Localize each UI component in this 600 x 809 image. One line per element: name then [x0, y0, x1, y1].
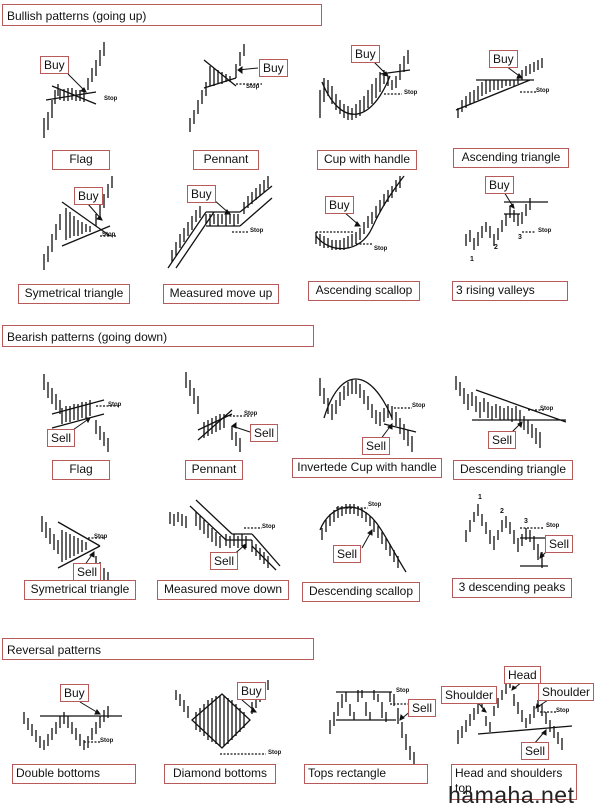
stop-label-scallop-down: Stop	[368, 502, 382, 508]
sell-tag-measured: Sell	[210, 552, 239, 570]
caption-pennant-up: Pennant	[193, 150, 259, 170]
buy-tag-scallop: Buy	[325, 196, 354, 214]
section-bullish: Bullish patterns (going up)	[2, 4, 322, 26]
desc-scallop-drawing	[319, 504, 407, 573]
caption-measured-up: Measured move up	[163, 284, 279, 304]
asc-scallop-drawing	[315, 175, 405, 250]
sell-tag-head-shoulders: Sell	[521, 742, 550, 760]
caption-desc-triangle: Descending triangle	[453, 460, 573, 480]
stop-label-inv-cup: Stop	[412, 403, 426, 409]
sell-tag-desc-triangle: Sell	[488, 431, 517, 449]
stop-label-desc-triangle: Stop	[540, 406, 554, 412]
caption-asc-triangle: Ascending triangle	[453, 148, 569, 168]
flag-up-drawing	[43, 42, 105, 138]
sell-tag-pennant: Sell	[250, 424, 279, 442]
stop-label-pennant-down: Stop	[244, 411, 258, 417]
section-reversal: Reversal patterns	[2, 638, 314, 660]
stop-label-diamond: Stop	[268, 750, 282, 756]
stop-label-flag: Stop	[104, 96, 118, 102]
valley-number-2: 2	[494, 244, 498, 251]
valley-number-3: 3	[518, 234, 522, 241]
caption-cup-handle: Cup with handle	[317, 150, 417, 170]
stop-label-flag-down: Stop	[108, 402, 122, 408]
sell-tag-flag: Sell	[47, 429, 76, 447]
buy-tag-asc-triangle: Buy	[489, 50, 518, 68]
flag-down-drawing	[43, 374, 120, 452]
caption-desc-peaks: 3 descending peaks	[452, 578, 572, 598]
stop-label-cup: Stop	[404, 90, 418, 96]
shoulder-tag-right: Shoulder	[538, 683, 595, 701]
peak-number-2: 2	[500, 508, 504, 515]
buy-tag-diamond: Buy	[237, 682, 266, 700]
valley-number-1: 1	[470, 256, 474, 263]
caption-pennant-down: Pennant	[185, 460, 243, 480]
sell-tag-peaks: Sell	[545, 535, 574, 553]
stop-label-peaks: Stop	[546, 523, 560, 529]
stop-label-double-bottoms: Stop	[100, 738, 114, 744]
peak-number-3: 3	[524, 518, 528, 525]
desc-triangle-drawing	[455, 376, 567, 448]
head-tag: Head	[504, 666, 541, 684]
sell-tag-rectangle: Sell	[408, 699, 437, 717]
caption-diamond-bottoms: Diamond bottoms	[164, 764, 276, 784]
sym-triangle-up-drawing	[43, 176, 116, 270]
caption-sym-triangle-down: Symetrical triangle	[24, 580, 136, 600]
caption-rising-valleys: 3 rising valleys	[452, 281, 568, 301]
buy-tag-double-bottoms: Buy	[60, 684, 89, 702]
caption-inv-cup: Invertede Cup with handle	[292, 458, 442, 478]
sell-tag-scallop: Sell	[333, 545, 362, 563]
double-bottoms-drawing	[23, 706, 122, 750]
stop-label-measured-down: Stop	[262, 524, 276, 530]
shoulder-tag-left: Shoulder	[441, 686, 498, 704]
caption-tops-rectangle: Tops rectangle	[304, 764, 428, 784]
stop-label-measured: Stop	[250, 228, 264, 234]
sym-triangle-down-drawing	[41, 516, 109, 584]
stop-label-head-shoulders: Stop	[556, 708, 570, 714]
caption-asc-scallop: Ascending scallop	[308, 281, 420, 301]
caption-measured-down: Measured move down	[157, 580, 289, 600]
stop-label-valleys: Stop	[538, 228, 552, 234]
caption-flag-down: Flag	[52, 460, 110, 480]
stop-label-asc-triangle: Stop	[536, 88, 550, 94]
measured-up-drawing	[167, 176, 273, 269]
buy-tag-flag: Buy	[40, 56, 69, 74]
tops-rectangle-drawing	[329, 690, 415, 766]
stop-label-rectangle: Stop	[396, 688, 410, 694]
pennant-up-drawing	[189, 44, 262, 132]
stop-label-scallop: Stop	[374, 246, 388, 252]
stop-label-pennant: Stop	[246, 84, 260, 90]
inv-cup-drawing	[319, 378, 417, 452]
sell-tag-inv-cup: Sell	[362, 437, 391, 455]
buy-tag-measured: Buy	[187, 185, 216, 203]
buy-tag-cup: Buy	[351, 45, 380, 63]
measured-down-drawing	[169, 499, 281, 571]
stop-label-sym-triangle-down: Stop	[94, 534, 108, 540]
desc-peaks-drawing	[465, 504, 548, 568]
caption-flag-up: Flag	[52, 150, 110, 170]
sell-tag-sym-triangle: Sell	[73, 563, 102, 581]
caption-sym-triangle-up: Symetrical triangle	[18, 284, 130, 304]
peak-number-1: 1	[478, 494, 482, 501]
stop-label-sym-triangle: Stop	[102, 232, 116, 238]
watermark: hamaha.net	[448, 782, 575, 808]
section-bearish: Bearish patterns (going down)	[2, 325, 314, 347]
caption-double-bottoms: Double bottoms	[12, 764, 136, 784]
buy-tag-valleys: Buy	[485, 176, 514, 194]
asc-triangle-drawing	[455, 58, 543, 118]
buy-tag-sym-triangle: Buy	[74, 187, 103, 205]
pennant-down-drawing	[185, 372, 252, 452]
rising-valleys-drawing	[465, 198, 548, 250]
buy-tag-pennant: Buy	[259, 59, 288, 77]
caption-head-shoulders: Head and shoulders top	[451, 764, 577, 800]
caption-desc-scallop: Descending scallop	[302, 582, 420, 602]
